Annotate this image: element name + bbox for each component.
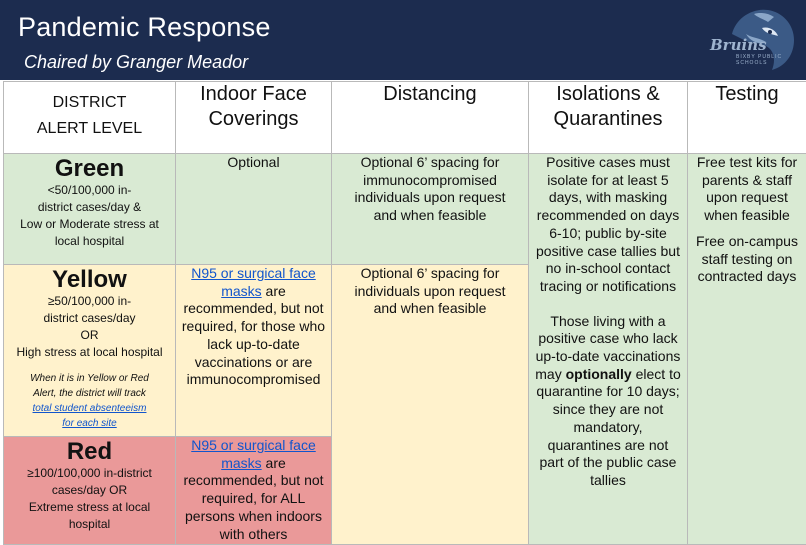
yellow-red-distancing-cell: Optional 6’ spacing for individuals upon… <box>331 264 529 545</box>
row-yellow: Yellow ≥50/100,000 in-district cases/day… <box>3 264 806 545</box>
header-testing-label: Testing <box>715 83 779 105</box>
header-distancing-label: Distancing <box>383 83 477 105</box>
yellow-masks-text: are recommended, but not required, for t… <box>181 282 326 388</box>
yellow-criteria-1: ≥50/100,000 in-district cases/day OR <box>43 294 136 342</box>
row-green: Green <50/100,000 in-district cases/day … <box>3 153 806 545</box>
absenteeism-link[interactable]: total student absenteeism for each site <box>32 403 147 429</box>
quarantine-text-end: elect to quarantine for 10 days; since t… <box>536 365 681 488</box>
header-face-coverings-label: Indoor Face Coverings <box>200 83 307 130</box>
red-level-name: Red <box>66 438 113 465</box>
header-alert-level-label: DISTRICT ALERT LEVEL <box>36 94 143 137</box>
isolation-rules-text: Positive cases must isolate for at least… <box>536 154 680 294</box>
test-kits-text: Free test kits for parents & staff upon … <box>696 154 798 224</box>
isolation-cell: Positive cases must isolate for at least… <box>528 153 688 545</box>
yellow-distancing-text: Optional 6’ spacing for individuals upon… <box>354 265 506 317</box>
green-criteria-2: Low or Moderate stress at local hospital <box>20 217 159 248</box>
header-isolation: Isolations & Quarantines <box>528 81 688 154</box>
red-criteria-1: ≥100/100,000 in-district cases/day OR <box>27 466 152 497</box>
page-header: Pandemic Response Chaired by Granger Mea… <box>0 0 806 80</box>
green-masks-cell: Optional <box>175 153 332 265</box>
yellow-masks-link[interactable]: N95 or surgical face masks <box>191 265 316 299</box>
quarantine-rules-text: Those living with a positive case who la… <box>535 313 681 490</box>
header-face-coverings: Indoor Face Coverings <box>175 81 332 154</box>
red-masks-link[interactable]: N95 or surgical face masks <box>191 437 316 471</box>
red-masks-text: are recommended, but not required, for A… <box>183 454 324 542</box>
logo-wordmark: Bruins <box>710 36 767 54</box>
quarantine-text-start: Those living with a positive case who la… <box>535 312 681 382</box>
bruins-logo: Bruins BIXBY PUBLIC SCHOOLS <box>702 4 798 78</box>
header-isolation-label: Isolations & Quarantines <box>553 83 663 130</box>
header-testing: Testing <box>687 81 806 154</box>
green-level-cell: Green <50/100,000 in-district cases/day … <box>3 153 176 265</box>
green-distancing-cell: Optional 6’ spacing for immunocompromise… <box>331 153 529 265</box>
red-criteria-2: Extreme stress at local hospital <box>28 500 151 531</box>
red-masks-cell: N95 or surgical face masks are recommend… <box>175 436 332 545</box>
yellow-masks-cell: N95 or surgical face masks are recommend… <box>175 264 332 437</box>
red-level-cell: Red ≥100/100,000 in-district cases/day O… <box>3 436 176 545</box>
green-level-name: Green <box>54 155 125 182</box>
staff-testing-text: Free on-campus staff testing on contract… <box>696 232 798 285</box>
header-alert-level: DISTRICT ALERT LEVEL <box>3 81 176 154</box>
yellow-level-name: Yellow <box>52 266 127 293</box>
yellow-criteria-2: High stress at local hospital <box>16 345 163 359</box>
green-criteria-1: <50/100,000 in-district cases/day & <box>37 183 142 214</box>
quarantine-text-bold: optionally <box>565 365 632 382</box>
green-masks-text: Optional <box>227 154 280 170</box>
row-red: Red ≥100/100,000 in-district cases/day O… <box>3 436 806 545</box>
page-title: Pandemic Response <box>18 12 271 42</box>
yellow-absenteeism-note: When it is in Yellow or Red Alert, the d… <box>30 373 149 399</box>
page-subtitle: Chaired by Granger Meador <box>24 52 249 72</box>
green-distancing-text: Optional 6’ spacing for immunocompromise… <box>354 154 506 224</box>
header-distancing: Distancing <box>331 81 529 154</box>
bear-head-icon <box>732 9 794 71</box>
alert-level-table: DISTRICT ALERT LEVEL Indoor Face Coverin… <box>3 81 806 545</box>
table-header-row: DISTRICT ALERT LEVEL Indoor Face Coverin… <box>3 81 806 154</box>
testing-cell: Free test kits for parents & staff upon … <box>687 153 806 545</box>
yellow-level-cell: Yellow ≥50/100,000 in-district cases/day… <box>3 264 176 437</box>
logo-subtext: BIXBY PUBLIC SCHOOLS <box>736 54 783 66</box>
